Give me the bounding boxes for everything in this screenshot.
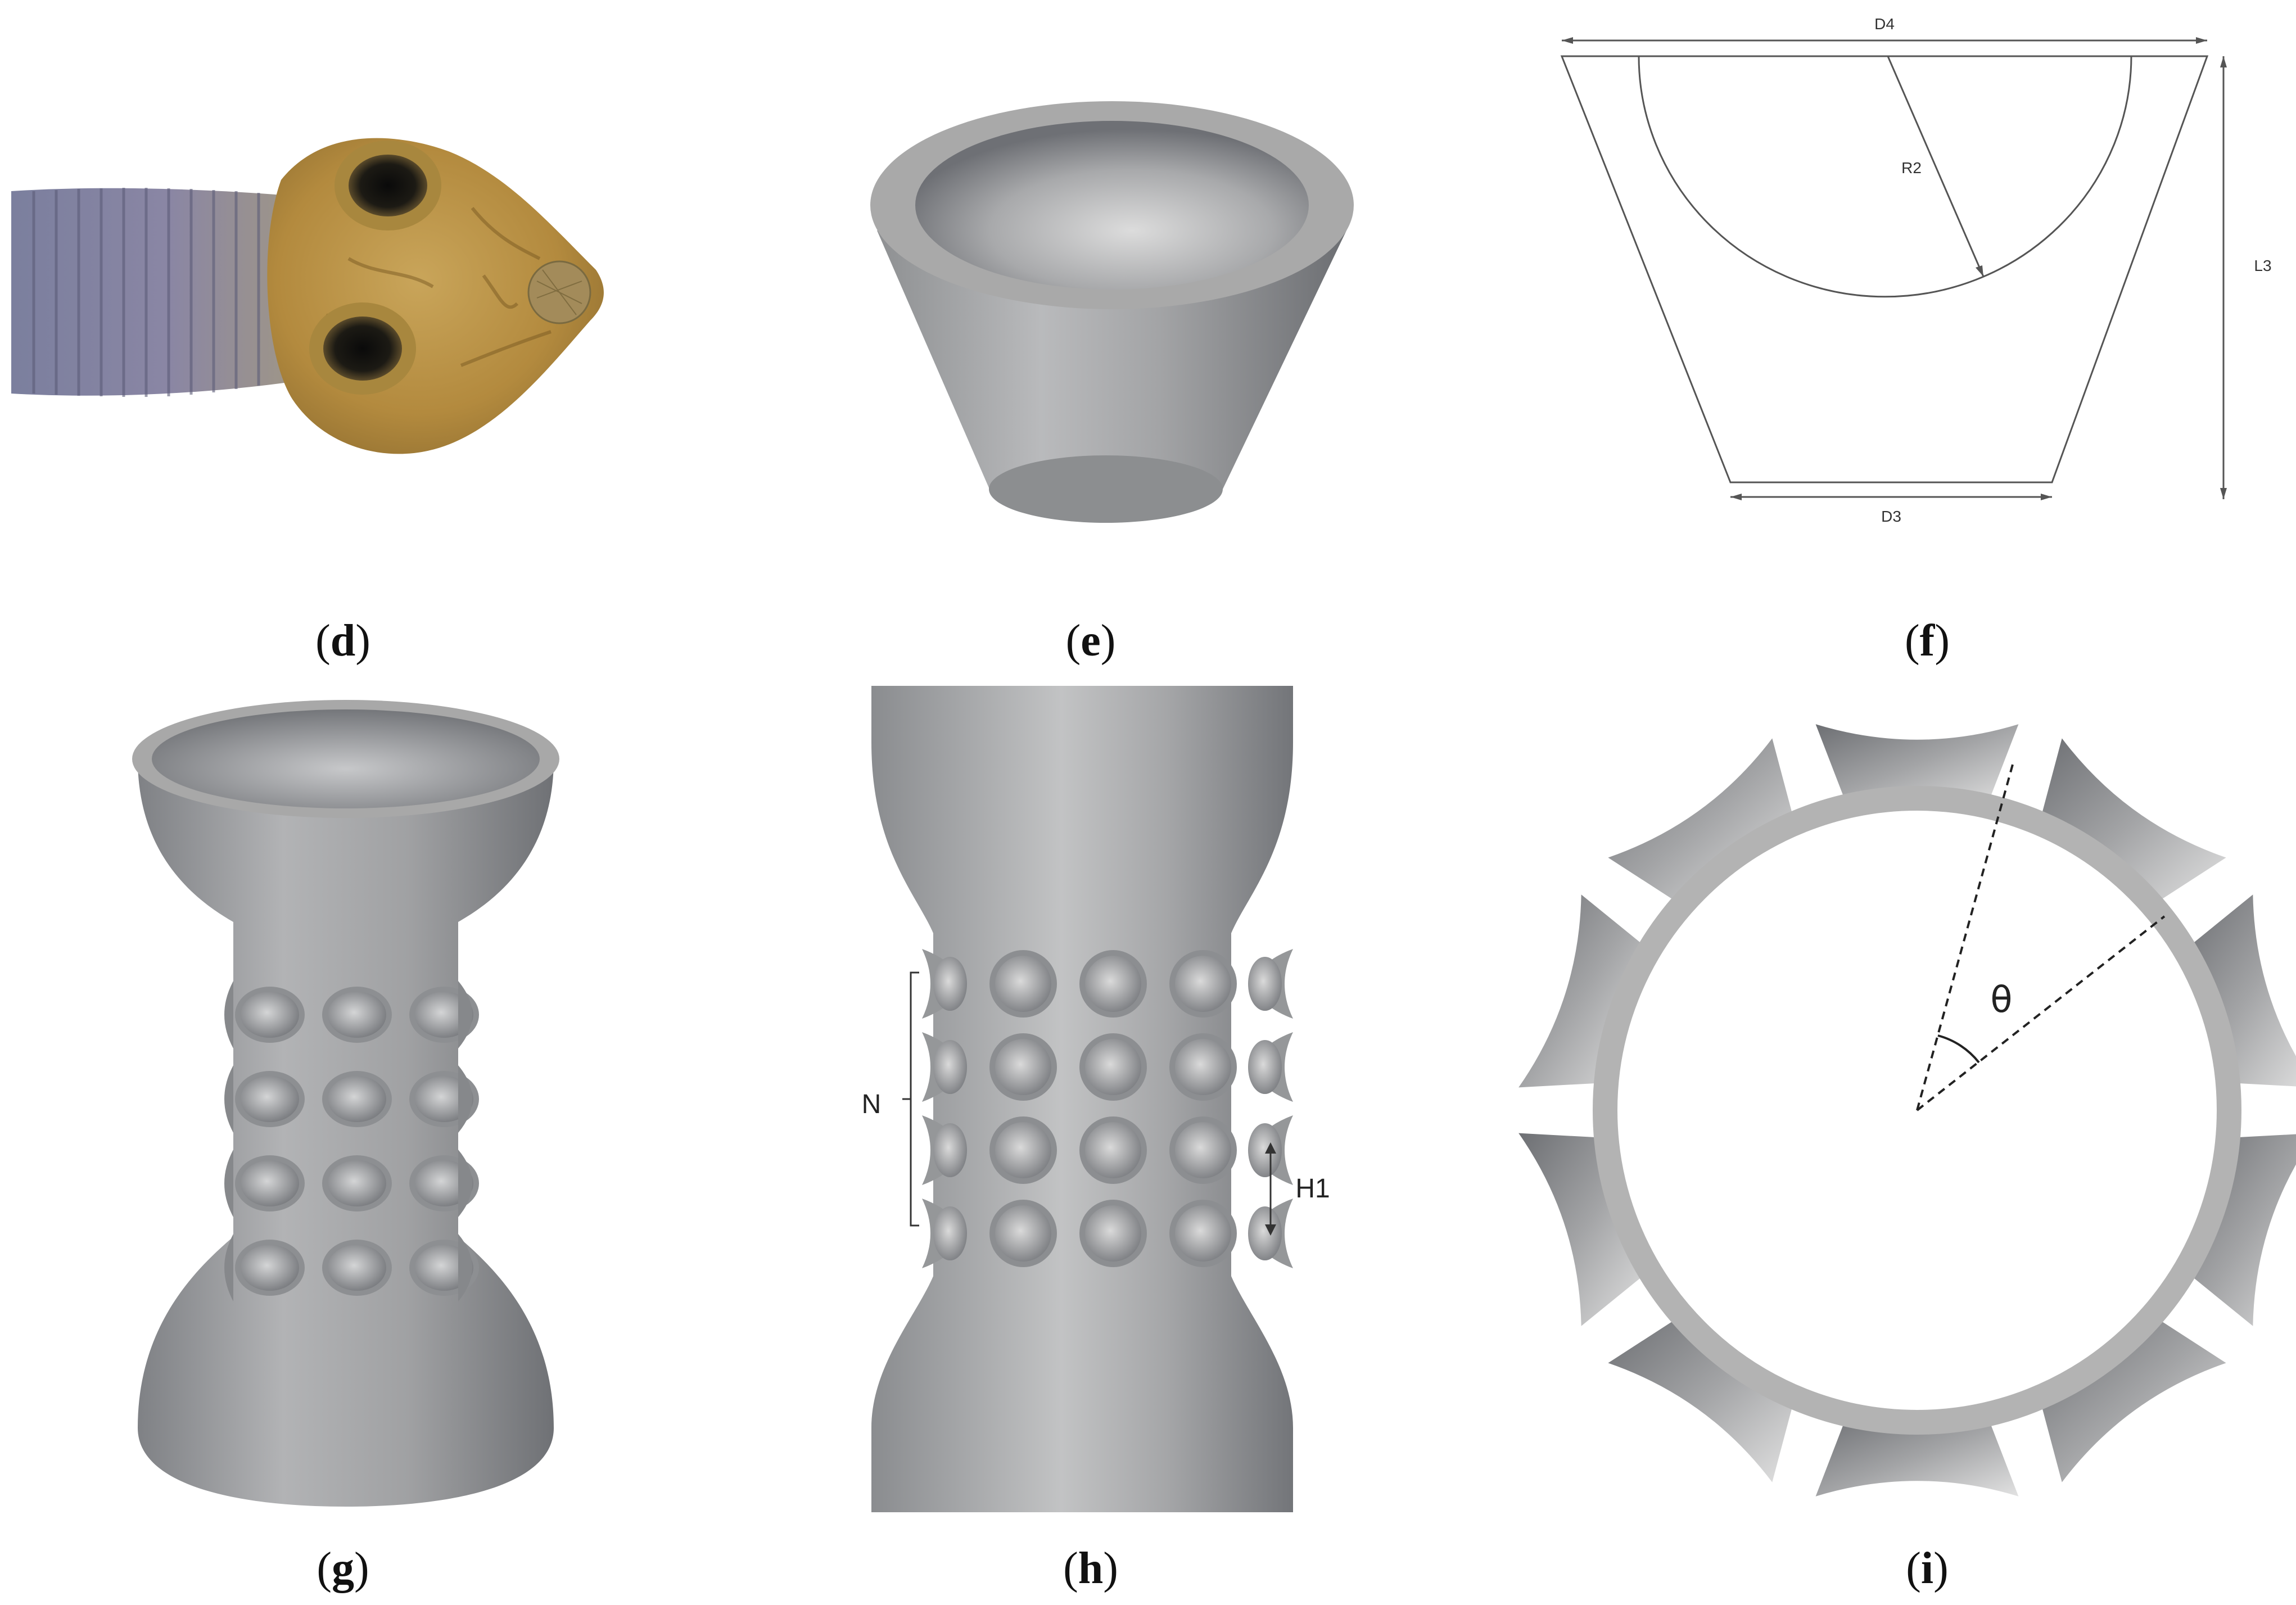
sucker (1169, 1033, 1237, 1101)
hourglass-front-body (871, 686, 1293, 1512)
sucker-edge (224, 1065, 233, 1133)
sucker (1169, 950, 1237, 1018)
sucker (235, 1071, 305, 1127)
radius-line-1 (1916, 764, 2014, 1111)
sucker (1079, 1116, 1147, 1184)
sucker (322, 1155, 392, 1211)
hourglass-body (138, 759, 554, 1507)
cup-dimension-drawing: D4 R2 L3 D3 (1560, 15, 2272, 525)
scolex-image (11, 138, 604, 454)
cup-profile (1560, 55, 2209, 483)
label-L3: L3 (2254, 257, 2271, 274)
sucker (235, 1240, 305, 1296)
panel-f: D4 R2 L3 D3 (f) (1518, 0, 2296, 675)
sucker-edge (458, 1065, 472, 1133)
sucker-pad (1518, 894, 1647, 1088)
caption-f: (f) (1905, 616, 1950, 666)
sucker-edge (458, 1150, 472, 1217)
sucker (1169, 1200, 1237, 1267)
sucker (235, 1155, 305, 1211)
panel-g: (g) (0, 675, 731, 1605)
sucker (1079, 1200, 1147, 1267)
sucker-pad (1815, 1417, 2019, 1497)
sucker-pad (1608, 738, 1795, 904)
sucker (1248, 1199, 1293, 1268)
sucker (989, 1116, 1057, 1184)
sucker-pad (2187, 1134, 2296, 1326)
label-theta: θ (1990, 979, 2012, 1021)
sucker (989, 1033, 1057, 1101)
panel-e: (e) (787, 0, 1462, 675)
label-H1: H1 (1295, 1174, 1330, 1204)
sucker (1079, 1033, 1147, 1101)
caption-g: (g) (317, 1544, 369, 1593)
hourglass-front-model: N H1 (862, 686, 1330, 1512)
panel-h: N H1 (h) (787, 675, 1462, 1605)
sucker-edge (458, 1234, 472, 1301)
neck-segments (32, 188, 260, 397)
caption-h: (h) (1063, 1544, 1118, 1593)
ring-sucker-pads (1518, 724, 2296, 1497)
cavity-arc (1638, 56, 2132, 298)
radius-line-2 (1916, 915, 2166, 1111)
angle-arc (1937, 1034, 1980, 1064)
hourglass-opening (152, 709, 540, 808)
sucker (1248, 1032, 1293, 1102)
label-N: N (862, 1089, 882, 1119)
sucker-array (224, 981, 479, 1301)
sucker-pad (2040, 1317, 2226, 1482)
sucker (922, 1199, 967, 1268)
sucker (1248, 949, 1293, 1019)
sucker (322, 1240, 392, 1296)
sucker (922, 949, 967, 1019)
sucker (322, 1071, 392, 1127)
sucker (922, 1115, 967, 1185)
panel-i: θ (i) (1518, 675, 2296, 1605)
sucker-pad (1608, 1317, 1795, 1482)
sucker-edge (224, 981, 233, 1048)
sucker-edge (458, 981, 472, 1048)
sucker-edge (224, 1150, 233, 1217)
sucker (989, 1200, 1057, 1267)
front-sucker-array (922, 949, 1293, 1268)
sucker-pad (1815, 724, 2019, 804)
sucker (989, 950, 1057, 1018)
ring (1593, 786, 2241, 1435)
sucker (1079, 950, 1147, 1018)
label-R2: R2 (1901, 159, 1922, 177)
caption-d: (d) (315, 616, 370, 666)
caption-e: (e) (1065, 616, 1116, 666)
label-D3: D3 (1881, 508, 1901, 525)
cup-model (870, 101, 1354, 523)
bracket-N (902, 971, 919, 1227)
cup-body (877, 230, 1346, 512)
sucker-pad (1518, 1133, 1647, 1326)
sucker-edge (224, 1234, 233, 1301)
ring-top-view: θ (1518, 724, 2296, 1497)
label-D4: D4 (1874, 15, 1895, 33)
cup-opening (915, 121, 1309, 290)
sucker-pad (2040, 738, 2226, 904)
panel-d: (d) (0, 0, 731, 663)
hourglass-iso-model (132, 700, 559, 1507)
sucker (235, 987, 305, 1043)
sucker (922, 1032, 967, 1102)
caption-i: (i) (1906, 1544, 1949, 1593)
sucker (322, 987, 392, 1043)
sucker-pad (2187, 894, 2296, 1087)
sucker (1169, 1116, 1237, 1184)
